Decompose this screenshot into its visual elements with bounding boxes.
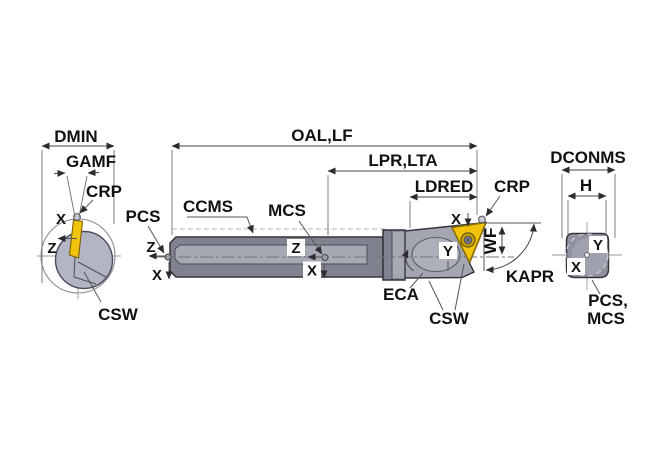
pcs-mcs-label-line1: PCS, (588, 291, 628, 310)
head-axis-marks: X Y (439, 211, 472, 271)
oal-lf-dimension: OAL,LF (171, 126, 478, 235)
head-y-axis-label: Y (443, 243, 453, 260)
left-end-view: X Z (37, 211, 121, 299)
right-view-y-box (589, 236, 607, 253)
h-label: H (580, 176, 592, 195)
crp-callout-main: CRP (485, 177, 530, 217)
mcs-z-axis-label: Z (291, 240, 300, 257)
gamf-arrow-right (87, 169, 100, 177)
mcs-origin-dot (321, 254, 329, 261)
dmin-dimension: DMIN (41, 127, 115, 283)
bar-inner-sleeve (174, 244, 368, 265)
kapr-arc (485, 223, 537, 274)
pcs-origin-dot (164, 253, 172, 261)
crp-label-main: CRP (494, 177, 530, 196)
gamf-ray-left (66, 175, 76, 218)
ccms-callout: CCMS (183, 197, 254, 234)
main-side-view (156, 215, 514, 281)
pcs-leader (147, 225, 165, 254)
crp-reference-dot-left (73, 213, 81, 221)
gamf-label: GAMF (66, 152, 116, 171)
pcs-z-axis-label: Z (146, 239, 155, 256)
pcs-x-axis-label: X (152, 267, 162, 284)
left-view-x-axis-label: X (56, 211, 66, 228)
dconms-dimension: DCONMS (550, 148, 626, 238)
right-view-y-axis-label: Y (593, 237, 603, 254)
clamp-block-light-band (391, 230, 406, 280)
kapr-label: KAPR (506, 267, 554, 286)
crp-label-left: CRP (86, 182, 122, 201)
csw-label-left: CSW (98, 305, 139, 324)
insert-pocket-lines (73, 256, 107, 285)
pcs-mcs-label-line2: MCS (587, 309, 625, 328)
gamf-dimension: GAMF (53, 152, 116, 218)
pcs-label: PCS (126, 207, 161, 226)
insert-screw-torx (465, 237, 471, 243)
mcs-z-box (287, 239, 305, 256)
csw-leader-to-ellipse (428, 280, 444, 311)
csw-leader-left (83, 271, 102, 303)
head-x-axis-label: X (451, 211, 461, 228)
left-view-body-circle (54, 230, 114, 290)
wf-dimension: WF (481, 222, 541, 255)
lpr-lta-label: LPR,LTA (368, 151, 437, 170)
lpr-lta-dimension: LPR,LTA (327, 151, 478, 235)
kapr-angle: KAPR (483, 223, 554, 286)
eca-leader (409, 272, 424, 289)
h-dimension: H (567, 176, 607, 235)
ldred-label: LDRED (415, 177, 474, 196)
crp-callout-left: CRP (79, 182, 122, 214)
mcs-leader (298, 220, 323, 255)
crp-leader-main (485, 195, 501, 217)
eca-label: ECA (383, 285, 419, 304)
dconms-label: DCONMS (550, 148, 626, 167)
ldred-dimension: LDRED (409, 177, 478, 228)
right-shank-end-view: Y X (552, 222, 622, 290)
oal-lf-label: OAL,LF (291, 126, 352, 145)
crp-reference-dot-main (478, 215, 486, 224)
mcs-x-box (303, 261, 321, 279)
mcs-label: MCS (268, 201, 306, 220)
pcs-marker: Z X PCS (126, 207, 173, 284)
eca-arc (401, 249, 415, 272)
csw-callout-left: CSW (83, 271, 139, 324)
mcs-marker: MCS Z X (268, 201, 329, 280)
ccms-label: CCMS (183, 197, 233, 216)
csw-label-main: CSW (429, 309, 470, 328)
gamf-arrow-left (53, 169, 66, 177)
shank-center-dot (584, 252, 590, 258)
ccms-leader (187, 216, 254, 234)
left-view-z-axis-label: Z (47, 240, 56, 257)
pcs-mcs-callout-right: PCS, MCS (587, 279, 628, 328)
right-view-x-axis-label: X (571, 259, 581, 276)
dmin-label: DMIN (54, 127, 97, 146)
pcs-mcs-leader (591, 279, 601, 295)
csw-leader-to-insert (454, 263, 465, 311)
mcs-x-axis-label: X (307, 263, 317, 280)
right-view-x-box (567, 258, 585, 275)
eca-callout: ECA (383, 249, 424, 304)
crp-leader-left (79, 199, 94, 214)
head-y-box (439, 242, 457, 259)
csw-callout-main: CSW (428, 263, 470, 328)
shank-inscribed-dashed-circle (565, 233, 609, 277)
